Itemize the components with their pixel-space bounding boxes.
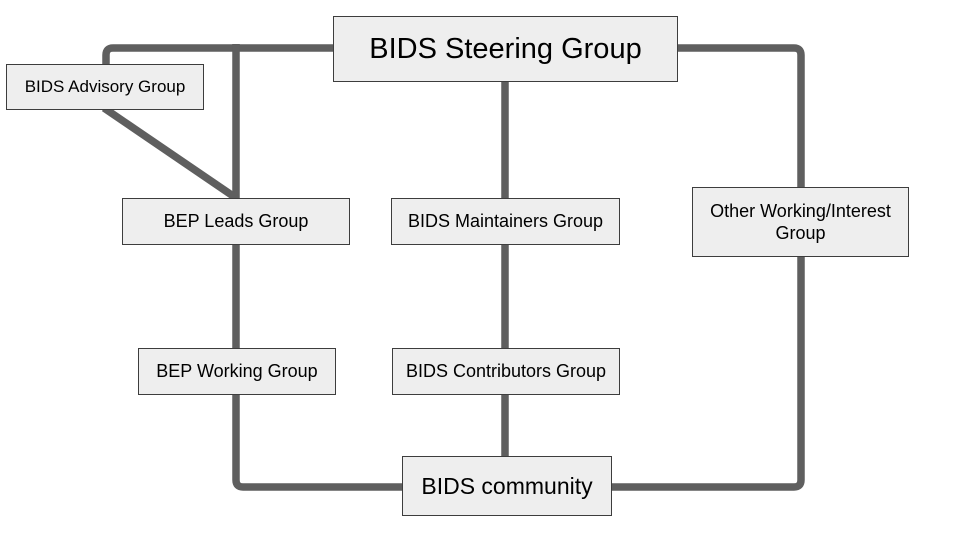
node-bids-community: BIDS community bbox=[402, 456, 612, 516]
node-other-working-interest-group: Other Working/Interest Group bbox=[692, 187, 909, 257]
node-label: BIDS Advisory Group bbox=[24, 77, 186, 97]
node-label: BEP Leads Group bbox=[163, 211, 309, 232]
node-bids-contributors-group: BIDS Contributors Group bbox=[392, 348, 620, 395]
node-label: BIDS Contributors Group bbox=[405, 361, 607, 382]
node-label: BIDS Maintainers Group bbox=[407, 211, 604, 232]
node-label: BEP Working Group bbox=[156, 361, 318, 382]
connector-steering-to-advisory bbox=[102, 44, 334, 70]
node-bep-working-group: BEP Working Group bbox=[138, 348, 336, 395]
node-bids-advisory-group: BIDS Advisory Group bbox=[6, 64, 204, 110]
connector-left-bottom-right-frame bbox=[232, 44, 805, 491]
node-label: BIDS Steering Group bbox=[369, 32, 642, 65]
node-bids-steering-group: BIDS Steering Group bbox=[333, 16, 678, 82]
connector-advisory-to-bep-leads-diagonal bbox=[101, 104, 239, 202]
node-label: Other Working/Interest Group bbox=[710, 200, 891, 244]
node-bep-leads-group: BEP Leads Group bbox=[122, 198, 350, 245]
node-label: BIDS community bbox=[421, 472, 593, 499]
node-bids-maintainers-group: BIDS Maintainers Group bbox=[391, 198, 620, 245]
